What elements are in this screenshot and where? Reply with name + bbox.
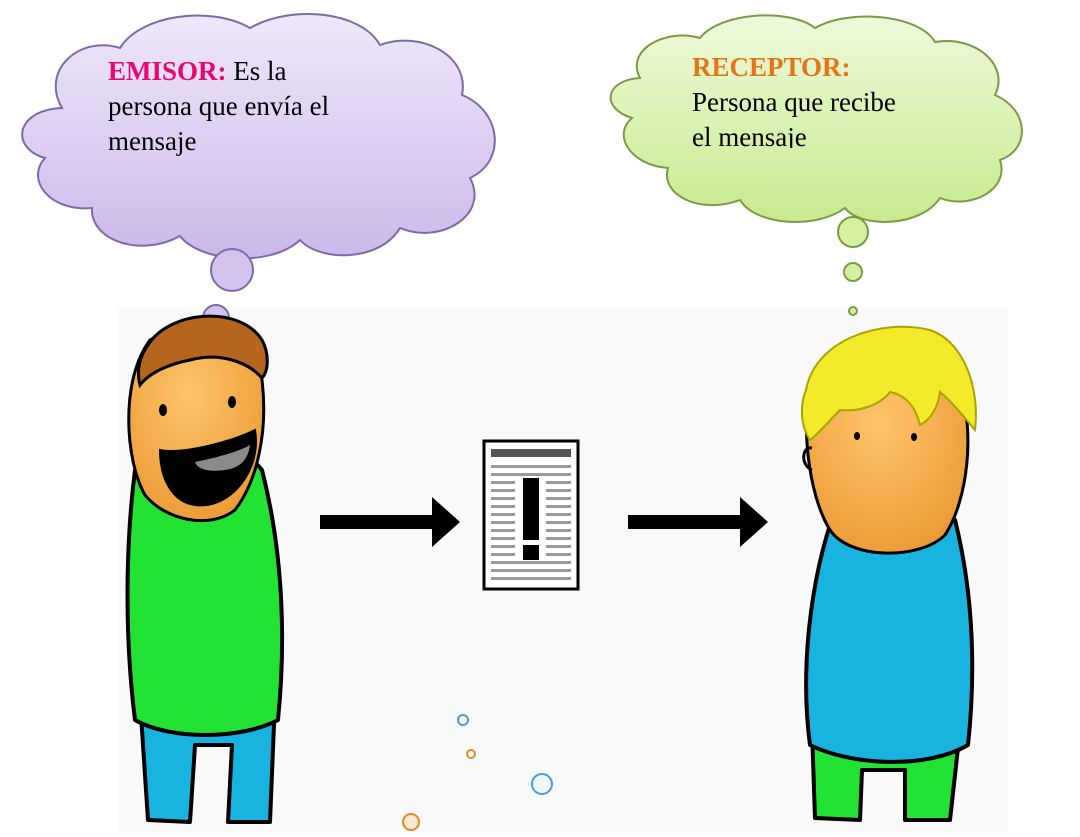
receptor-bubble-medium [843,262,863,282]
receptor-text-line-2: el mensaje [692,122,807,148]
receptor-thought-cloud [609,14,1023,316]
emisor-text-line-1: Es la [233,56,287,86]
medium-orange-bubble [402,813,420,831]
decorative-bubbles [402,714,553,831]
document-text-lines [491,465,571,580]
receptor-description: RECEPTOR: Persona que recibe el mensaje [692,50,942,148]
boy-brown-hair-smiling-icon [125,314,285,824]
sender-teeth [195,445,250,471]
emisor-bubble-large [210,248,254,292]
receiver-eye-right [911,433,917,441]
receiver-eye-left [854,432,860,440]
sender-eye-right [228,396,236,408]
emisor-description: EMISOR: Es la persona que envía el mensa… [108,54,388,159]
exclamation-bar [523,478,539,540]
emisor-line-1: EMISOR: Es la [108,54,388,89]
sender-hair [136,314,269,389]
small-orange-bubble [466,749,476,759]
right-arrow-icon [320,497,460,547]
document-exclamation-icon [482,439,580,591]
exclamation-dot [523,545,539,560]
receptor-cloud-shape [609,14,1023,223]
boy-blonde-hair-icon [800,325,977,822]
receptor-heading: RECEPTOR: [692,52,851,82]
emisor-cloud-shape [21,13,496,260]
medium-blue-bubble [531,773,553,795]
small-blue-bubble [457,714,469,726]
receptor-text-line-1: Persona que recibe [692,87,896,117]
receiver-ear [802,446,813,472]
receiver-hair [800,325,977,442]
right-arrow-icon [628,497,768,547]
emisor-text-line-2: persona que envía el [108,91,330,121]
emisor-heading: EMISOR: [108,56,227,86]
sender-eye-left [159,404,167,416]
receptor-bubble-small [848,306,858,316]
emisor-text-line-3: mensaje [108,126,197,156]
receptor-bubble-large [837,216,869,248]
